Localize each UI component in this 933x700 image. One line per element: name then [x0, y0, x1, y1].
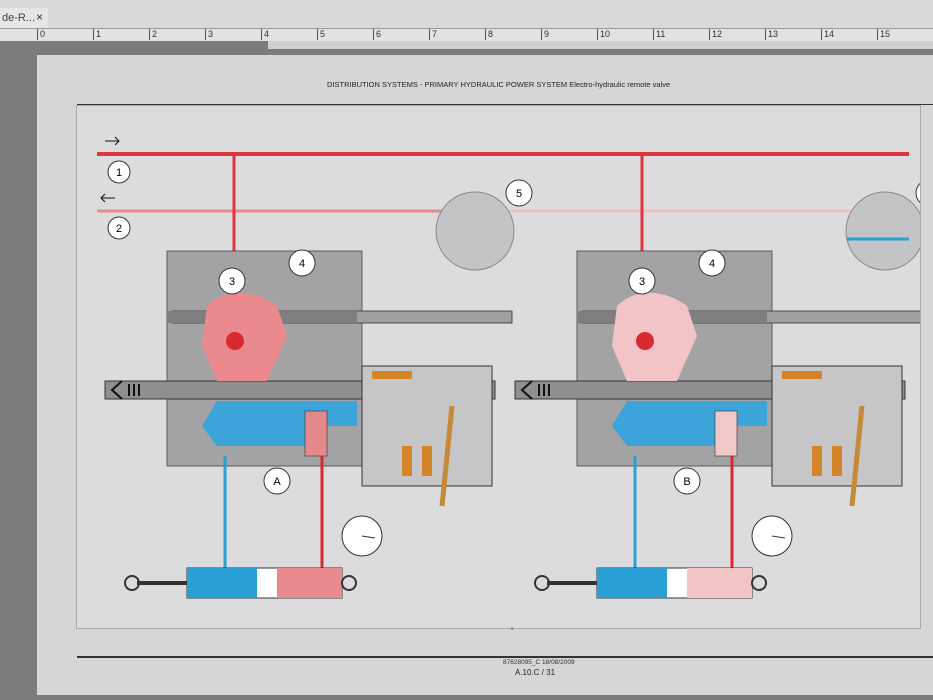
tab-close-icon[interactable]: × — [36, 10, 44, 24]
ruler-mark: 0 — [37, 29, 45, 40]
page-title: DISTRIBUTION SYSTEMS - PRIMARY HYDRAULIC… — [327, 80, 671, 89]
document-page: DISTRIBUTION SYSTEMS - PRIMARY HYDRAULIC… — [37, 55, 933, 695]
ruler-mark: 6 — [373, 29, 381, 40]
header-rule — [77, 104, 933, 105]
ruler-mark: 3 — [205, 29, 213, 40]
ruler-mark: 2 — [149, 29, 157, 40]
ruler-mark: 12 — [709, 29, 722, 40]
svg-text:3: 3 — [229, 276, 235, 288]
ruler-mark: 7 — [429, 29, 437, 40]
footer-rule — [77, 656, 933, 658]
ruler-mark: 8 — [485, 29, 493, 40]
section-number: A.10.C / 31 — [515, 668, 556, 677]
ruler-mark: 5 — [317, 29, 325, 40]
hydraulic-diagram: 1 2 3 4 5 A 3 4 5 B — [97, 136, 920, 628]
flow-out-arrow-icon — [100, 193, 115, 203]
valve-b — [515, 180, 920, 598]
horizontal-ruler[interactable]: 012345678910111213141516 — [0, 28, 933, 42]
ruler-mark: 14 — [821, 29, 834, 40]
ruler-mark: 9 — [541, 29, 549, 40]
document-reference: 87628095_C 18/08/2009 — [503, 659, 575, 666]
svg-text:5: 5 — [516, 188, 522, 200]
browser-top-bar: de-R... × — [0, 0, 933, 28]
tab-label: de-R... — [2, 12, 36, 24]
ruler-mark: 4 — [261, 29, 269, 40]
svg-text:4: 4 — [709, 258, 715, 270]
svg-text:A: A — [273, 476, 281, 488]
callout-1 — [107, 160, 131, 184]
ruler-margin-indicator — [268, 41, 933, 49]
svg-text:B: B — [683, 476, 690, 488]
svg-text:2: 2 — [116, 223, 122, 235]
ruler-mark: 10 — [597, 29, 610, 40]
svg-text:4: 4 — [299, 258, 305, 270]
valve-a — [105, 180, 532, 598]
diagram-frame: 1 2 3 4 5 A 3 4 5 B — [76, 105, 921, 629]
ruler-mark: 13 — [765, 29, 778, 40]
ruler-mark: 15 — [877, 29, 890, 40]
page-marker: 5 — [511, 626, 514, 631]
svg-text:3: 3 — [639, 276, 645, 288]
svg-text:1: 1 — [116, 167, 122, 179]
callout-2 — [107, 216, 131, 240]
ruler-mark: 1 — [93, 29, 101, 40]
document-tab[interactable]: de-R... — [0, 8, 48, 28]
flow-in-arrow-icon — [105, 136, 120, 146]
ruler-mark: 11 — [653, 29, 665, 40]
